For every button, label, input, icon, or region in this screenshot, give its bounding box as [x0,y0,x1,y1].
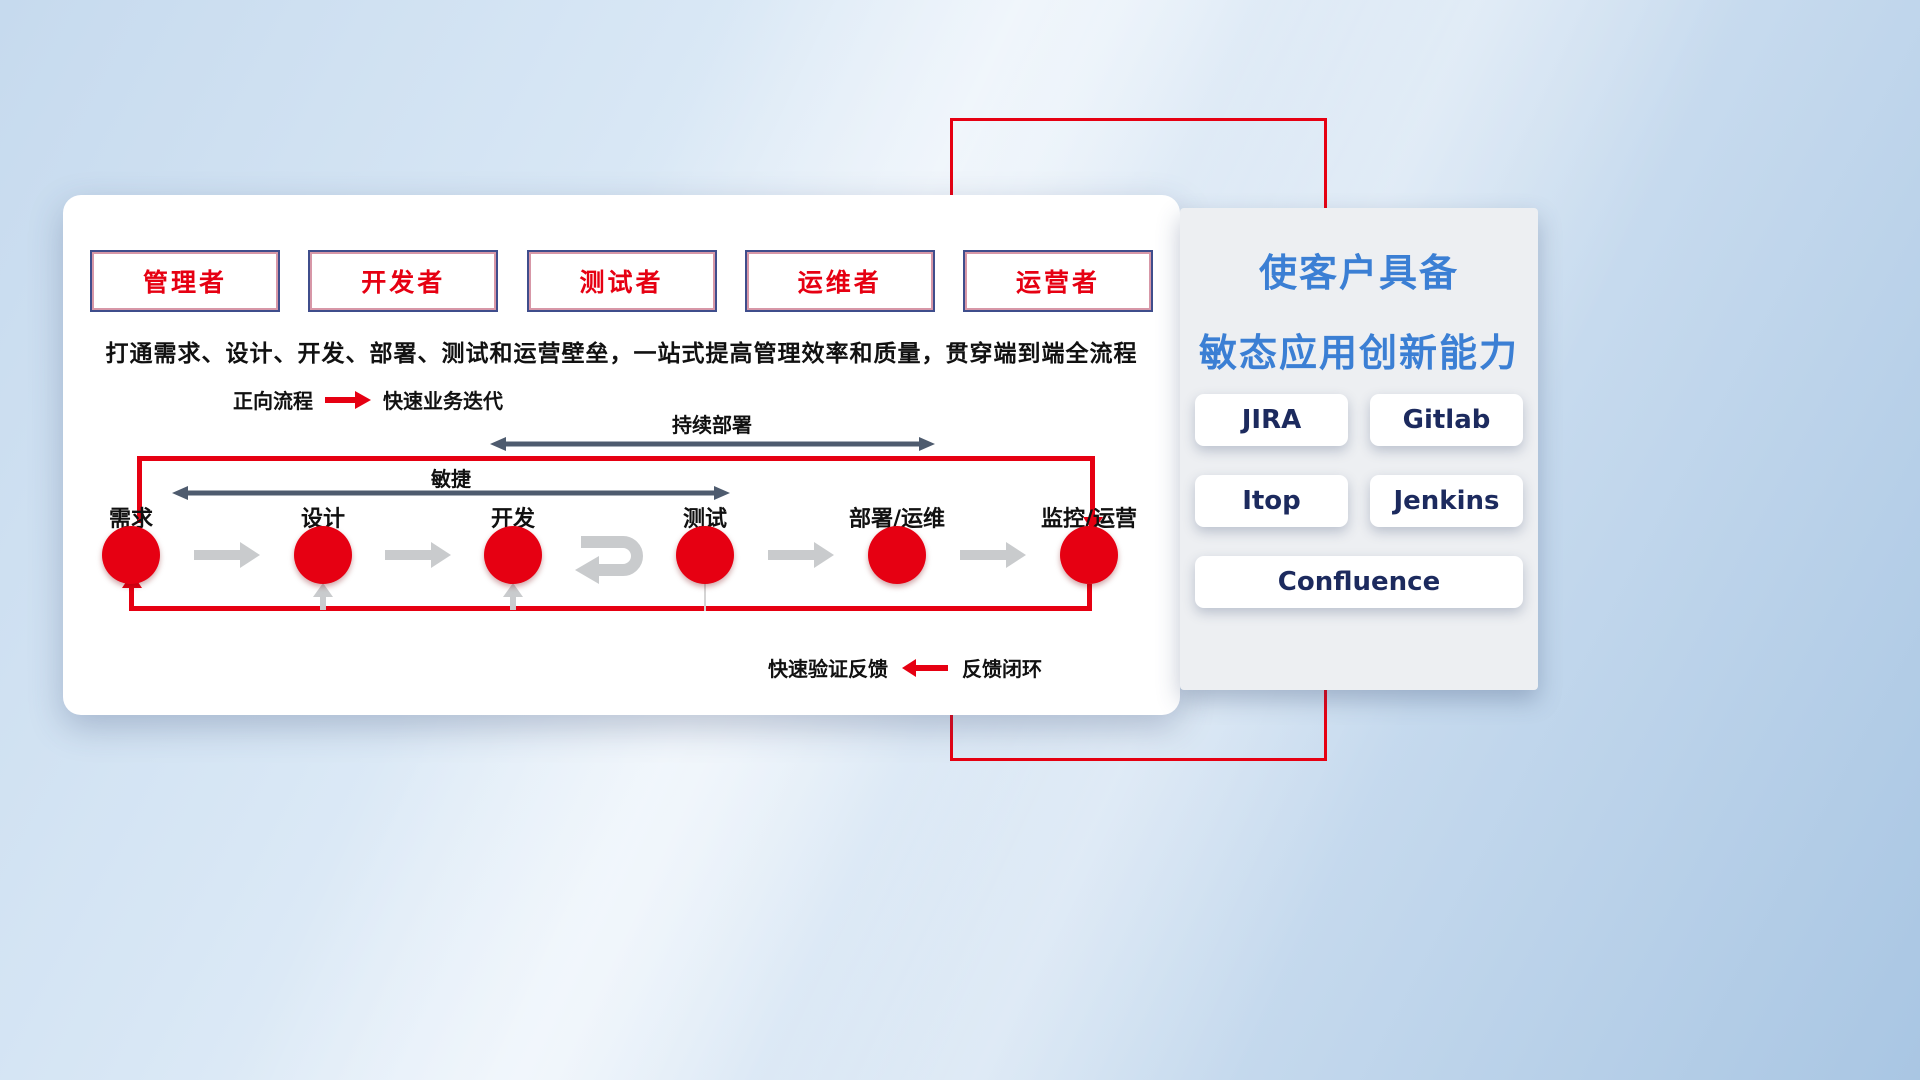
stage-node-requirements [102,526,160,584]
role-box-manager: 管理者 [90,250,280,312]
feedback-label: 快速验证反馈 [768,657,888,681]
legend-value: 快速业务迭代 [383,389,503,413]
flow-arrow-icon [194,542,260,568]
flow-description: 打通需求、设计、开发、部署、测试和运营壁垒，一站式提高管理效率和质量，贯穿端到端… [105,341,1138,367]
legend-label: 正向流程 [233,389,313,413]
stage-node-monitor-operate [1060,526,1118,584]
right-arrow-icon [325,390,371,409]
panel-title-line2: 敏态应用创新能力 [1198,331,1519,375]
feedback-loop-label: 反馈闭环 [962,657,1042,681]
stage-node-development [484,526,542,584]
tool-chip-gitlab: Gitlab [1370,394,1523,446]
feedback-up-arrowhead-dev-icon [503,583,523,597]
side-panel: 使客户具备 敏态应用创新能力 JIRA Gitlab Itop Jenkins … [1180,208,1538,690]
role-box-tester: 测试者 [526,250,717,312]
role-label: 开发者 [361,268,446,297]
devops-flow-card: 管理者 开发者 测试者 运维者 运营者 打通需求、设计、开发、部署、测试和运营壁… [63,195,1180,715]
continuous-deployment-label: 持续部署 [672,413,752,437]
continuous-deployment-arrow-icon [490,437,935,451]
tool-chip-jira: JIRA [1195,394,1348,446]
feedback-legend: 快速验证反馈 反馈闭环 [768,653,1042,682]
stage-node-design [294,526,352,584]
role-label: 运维者 [797,268,882,297]
tool-chip-itop: Itop [1195,475,1348,527]
role-box-operator: 运营者 [963,250,1153,312]
feedback-up-arrowhead-design-icon [313,583,333,597]
test-drop-line [704,584,706,611]
tool-chip-confluence: Confluence [1195,556,1523,608]
agile-label: 敏捷 [431,467,471,491]
role-label: 管理者 [142,268,227,297]
forward-flow-legend: 正向流程 快速业务迭代 [233,385,503,414]
roles-row: 管理者 开发者 测试者 运维者 运营者 [90,250,1153,312]
tool-chip-jenkins: Jenkins [1370,475,1523,527]
feedback-flow-line [129,584,1092,611]
role-box-developer: 开发者 [308,250,499,312]
flow-arrow-icon [768,542,834,568]
role-label: 测试者 [579,268,664,297]
stage-node-deploy-ops [868,526,926,584]
role-box-ops: 运维者 [744,250,935,312]
flow-arrow-icon [385,542,451,568]
feedback-up-arrow-design [320,595,326,610]
role-label: 运营者 [1015,268,1100,297]
feedback-up-arrow-dev [510,595,516,610]
flow-arrow-icon [960,542,1026,568]
panel-title-line1: 使客户具备 [1258,251,1459,295]
stage-node-testing [676,526,734,584]
dev-test-iteration-icon [575,536,643,584]
agile-arrow-icon [172,486,730,500]
tool-grid: JIRA Gitlab Itop Jenkins Confluence [1195,394,1523,608]
left-arrow-icon [902,658,948,677]
forward-flow-line [137,456,1095,523]
